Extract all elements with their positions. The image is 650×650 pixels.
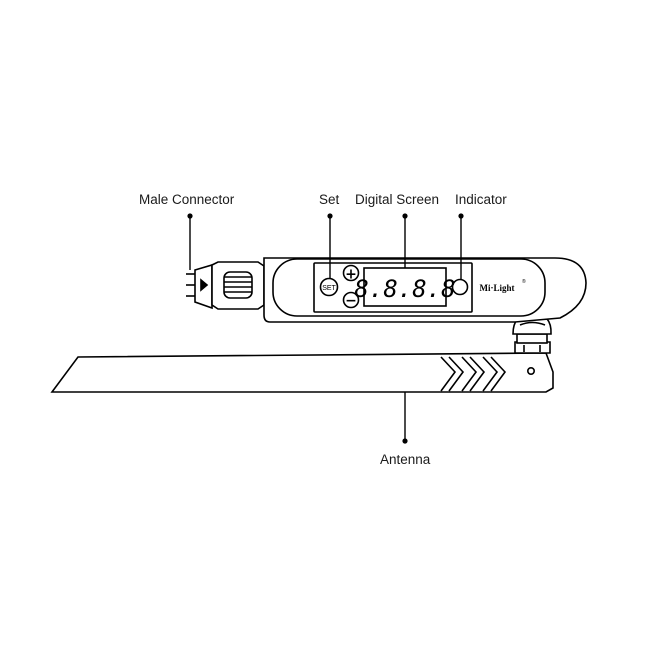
antenna-ridge-2b [469,356,486,392]
brand-logo: Mi·Light [479,283,514,293]
leader-dot-antenna [402,438,408,444]
leader-dot-digital-screen [402,213,408,219]
leader-dot-set [327,213,333,219]
set-button-text: SET [322,285,336,292]
hinge-knob-detail [519,321,546,326]
device-body [263,257,587,323]
antenna-ridge-3 [482,356,499,392]
antenna [50,352,554,393]
connector-arrow-icon [200,278,209,292]
plus-button[interactable] [342,264,360,282]
leader-lines [187,213,464,444]
connector-grip [223,271,253,299]
leader-dot-indicator [458,213,464,219]
label-digital-screen: Digital Screen [355,192,440,207]
antenna-ridge-3b [490,356,507,392]
antenna-ridge-1b [448,356,465,392]
label-antenna: Antenna [380,452,431,467]
set-button[interactable] [319,277,339,297]
antenna-blade [50,352,554,393]
hinge-collar [516,333,548,344]
plus-icon: + [345,267,357,283]
antenna-ridge-2 [461,356,478,392]
digital-screen [363,267,447,307]
male-connector [186,261,265,310]
minus-button[interactable] [342,291,360,309]
antenna-ridge-1 [440,356,457,392]
antenna-pivot-hole [526,366,535,375]
minus-icon: − [345,293,357,309]
display-readout: 8.8.8.8 [354,275,455,303]
leader-dot-male-connector [187,213,193,219]
label-set: Set [319,192,340,207]
label-indicator: Indicator [455,192,507,207]
brand-registered-mark: ® [522,278,526,285]
label-male-connector: Male Connector [139,192,235,207]
control-panel-inset [313,262,473,313]
indicator-led [451,278,469,296]
